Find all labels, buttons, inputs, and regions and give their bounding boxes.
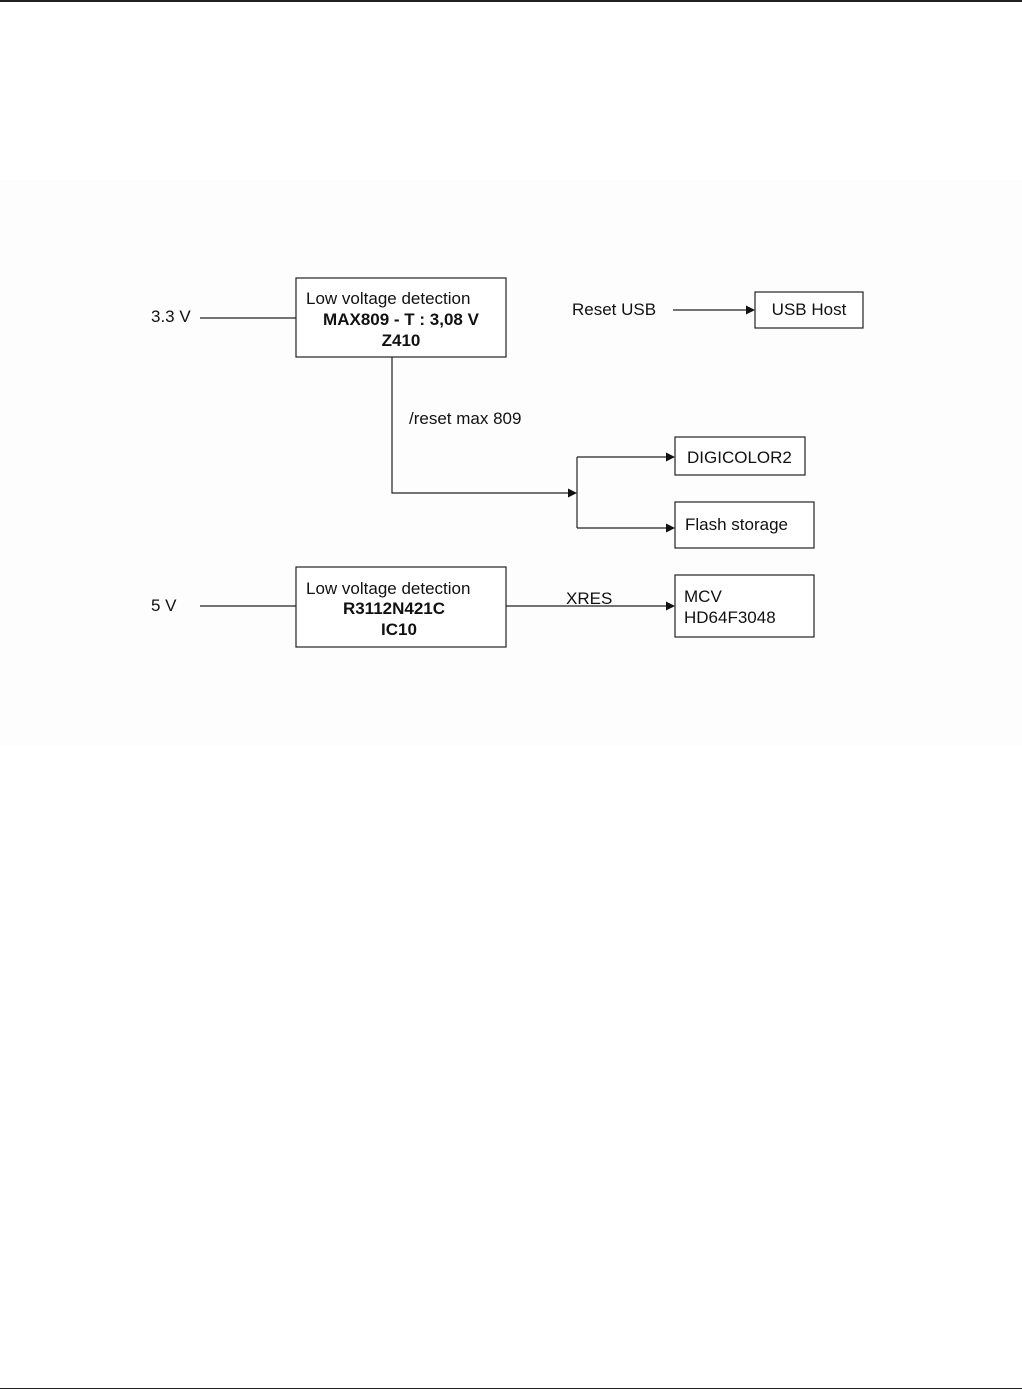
mcv-part-label: HD64F3048	[684, 608, 776, 627]
r3112-box	[295, 566, 507, 648]
page-top-rule	[0, 0, 1022, 2]
r3112-part: R3112N421C	[343, 599, 445, 618]
usb-host-box	[754, 291, 864, 329]
reset-usb-label: Reset USB	[572, 300, 656, 319]
flash-storage-box	[674, 501, 815, 549]
xres-signal-label: XRES	[566, 589, 612, 608]
arrow-to-digicolor2	[666, 452, 675, 462]
mcv-label: MCV	[684, 587, 722, 606]
usb-host-block[interactable]: USB Host	[754, 291, 864, 329]
arrow-to-usb-host	[746, 305, 755, 315]
digicolor2-label: DIGICOLOR2	[687, 448, 792, 467]
max809-title: Low voltage detection	[306, 289, 470, 308]
digicolor2-box	[674, 436, 806, 476]
usb-host-label: USB Host	[772, 300, 847, 319]
arrow-to-mcv	[666, 601, 675, 611]
mcv-box	[674, 574, 815, 638]
input-label-5v: 5 V	[151, 596, 177, 615]
flash-storage-block[interactable]: Flash storage	[674, 501, 815, 549]
max809-box	[295, 277, 507, 358]
max809-block[interactable]: Low voltage detection MAX809 - T : 3,08 …	[295, 277, 507, 358]
mcv-block[interactable]: MCV HD64F3048	[674, 574, 815, 638]
r3112-title: Low voltage detection	[306, 579, 470, 598]
max809-ref: Z410	[382, 331, 421, 350]
max809-part: MAX809 - T : 3,08 V	[323, 310, 480, 329]
flash-storage-label: Flash storage	[685, 515, 788, 534]
page-bottom-rule	[0, 1388, 1022, 1389]
arrow-to-flash-storage	[666, 523, 675, 533]
reset-signal-label: /reset max 809	[409, 409, 521, 428]
diagram-area	[0, 180, 1022, 745]
r3112-ref: IC10	[381, 620, 417, 639]
input-label-3v3: 3.3 V	[151, 307, 191, 326]
digicolor2-block[interactable]: DIGICOLOR2	[674, 436, 806, 476]
arrow-reset-to-splitter	[568, 488, 577, 498]
r3112-block[interactable]: Low voltage detection R3112N421C IC10	[295, 566, 507, 648]
wire-reset-max809	[391, 357, 569, 494]
